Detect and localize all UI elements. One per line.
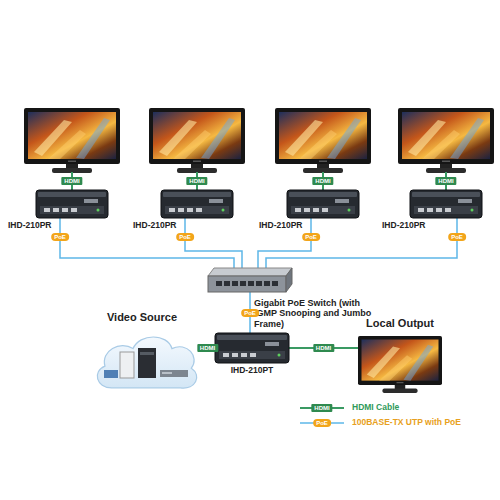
- poe-cable: [60, 218, 234, 268]
- cable-tag: PoE: [313, 419, 331, 427]
- local-output-tv-shape: [358, 336, 442, 385]
- local-output-tv: Local Output: [358, 336, 442, 385]
- transmitter-device: IHD-210PT: [215, 333, 289, 363]
- node-label: IHD-210PR: [382, 221, 446, 231]
- node-label: Gigabit PoE Switch (with IGMP Snooping a…: [254, 298, 382, 329]
- cable-tag: PoE: [51, 233, 69, 241]
- node-label: Local Output: [358, 317, 442, 330]
- video-source-cloud: Video Source: [92, 330, 200, 392]
- cable-tag: PoE: [448, 233, 466, 241]
- cable-tag: PoE: [302, 233, 320, 241]
- cable-tag: PoE: [241, 309, 259, 317]
- poe-switch-shape: [208, 268, 292, 292]
- poe-cable: [185, 218, 242, 268]
- receiver-device: IHD-210PR: [410, 190, 482, 218]
- hdtv-display: [398, 108, 494, 173]
- node-label: IHD-210PR: [133, 221, 197, 231]
- cable-tag: HDMI: [313, 344, 334, 352]
- cable-tag: PoE: [176, 233, 194, 241]
- node-label: IHD-210PR: [259, 221, 323, 231]
- node-label: IHD-210PR: [8, 221, 72, 231]
- node-label: IHD-210PT: [210, 366, 294, 376]
- cable-tag: HDMI: [197, 344, 218, 352]
- receiver-device-shape: [161, 190, 233, 218]
- receiver-device: IHD-210PR: [36, 190, 108, 218]
- legend-text: 100BASE-TX UTP with PoE: [352, 418, 461, 427]
- receiver-device: IHD-210PR: [287, 190, 359, 218]
- cable-tag: HDMI: [61, 177, 82, 185]
- receiver-device-shape: [287, 190, 359, 218]
- hdtv-display: [275, 108, 371, 173]
- hdtv-display: [24, 108, 120, 173]
- cable-tag: HDMI: [311, 404, 332, 412]
- cable-tag: HDMI: [312, 177, 333, 185]
- cable-tag: HDMI: [186, 177, 207, 185]
- node-label: Video Source: [92, 311, 192, 324]
- transmitter-device-shape: [215, 333, 289, 363]
- receiver-device-shape: [36, 190, 108, 218]
- video-source-cloud-shape: [92, 330, 200, 392]
- cable-tag: HDMI: [435, 177, 456, 185]
- hdtv-display: [149, 108, 245, 173]
- legend-text: HDMI Cable: [352, 403, 399, 412]
- receiver-device-shape: [410, 190, 482, 218]
- receiver-device: IHD-210PR: [161, 190, 233, 218]
- poe-switch: Gigabit PoE Switch (with IGMP Snooping a…: [208, 268, 292, 292]
